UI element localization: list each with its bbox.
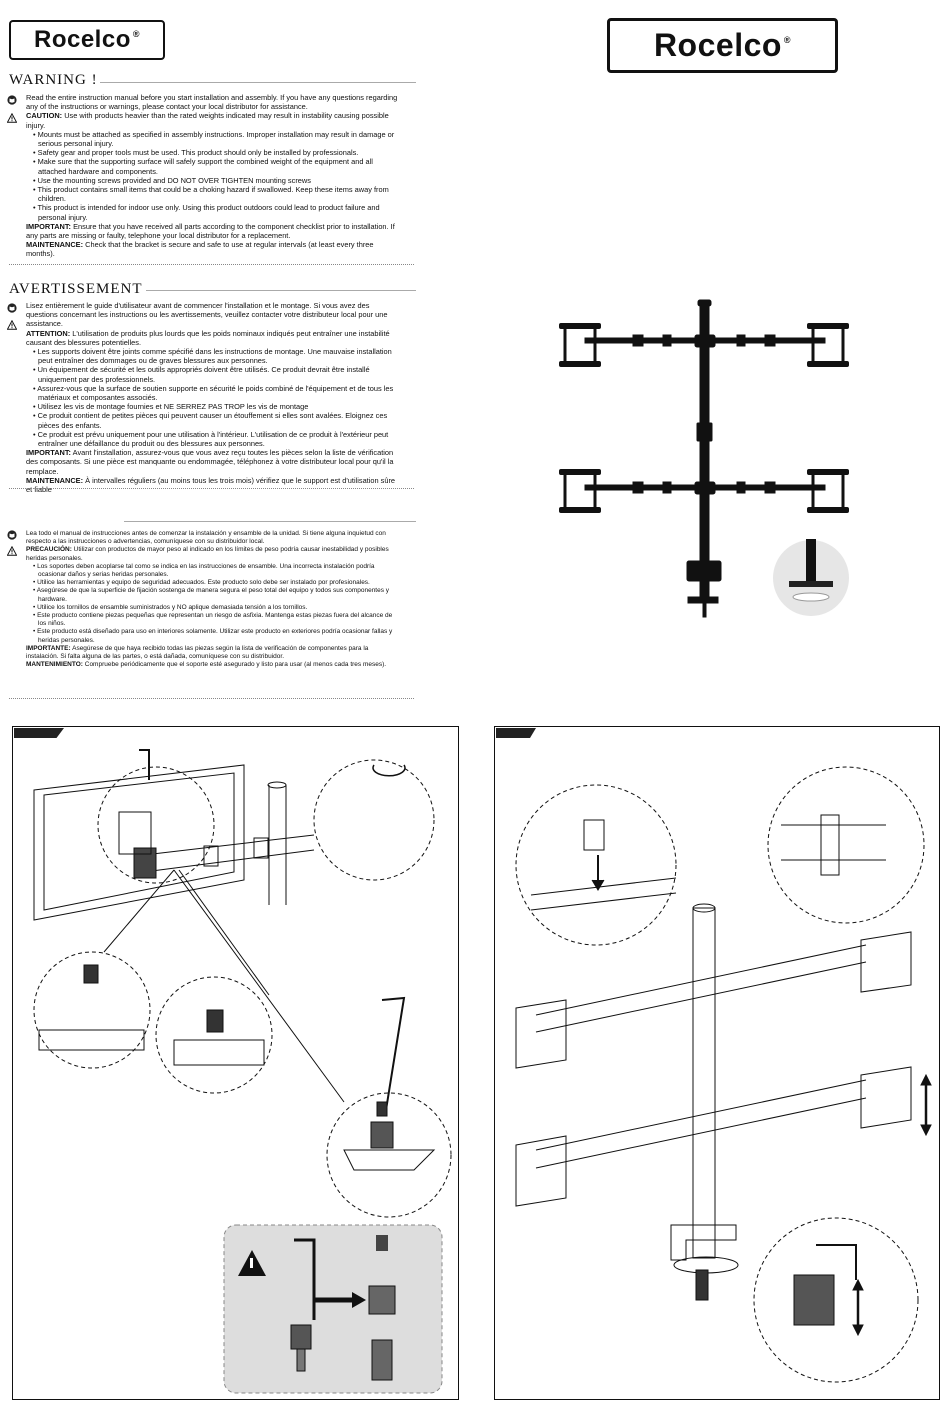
warning-fr-text: Lisez entièrement le guide d'utilisateur…: [26, 301, 400, 494]
warning-fr-line: IMPORTANT: Avant l'installation, assurez…: [26, 448, 394, 476]
desk-clamp: [686, 560, 722, 582]
detail-circle: [33, 951, 151, 1069]
step-illustration-left: [33, 749, 452, 1394]
detail-circle: [155, 976, 273, 1094]
warning-es-line: • Este producto contiene piezas pequeñas…: [33, 612, 393, 628]
warning-triangle-icon: [7, 546, 17, 556]
lower-arm: [535, 1079, 867, 1169]
monitor-back: [33, 764, 245, 921]
step-illustration-right: [515, 766, 932, 1383]
spanish-title-rule: [124, 521, 416, 522]
vesa-plate: [515, 1135, 567, 1207]
divider: [9, 698, 414, 699]
warning-title-rule: [100, 82, 416, 83]
warning-es-line: MANTENIMIENTO: Compruebe periódicamente …: [26, 661, 387, 669]
warning-fr-line: • Ce produit est prévu uniquement pour u…: [33, 429, 389, 449]
knob-icon: [290, 1324, 312, 1350]
warning-fr-line: • Assurez-vous que la surface de soutien…: [33, 383, 394, 403]
registered-mark-large: ®: [783, 34, 792, 45]
warning-en-line: CAUTION: Use with products heavier than …: [26, 111, 389, 130]
warning-en-line: • Use the mounting screws provided and D…: [33, 175, 311, 185]
warning-en-line: • Make sure that the supporting surface …: [33, 157, 373, 176]
brand-logo-small: Rocelco®: [9, 20, 165, 60]
warning-es-line: • Este producto está diseñado para uso e…: [33, 628, 393, 644]
warning-en-line: IMPORTANT: Ensure that you have received…: [26, 221, 395, 241]
warning-fr-line: • Ce produit contient de petites pièces …: [33, 411, 388, 430]
divider: [9, 264, 414, 265]
warning-es-text: Lea todo el manual de instrucciones ante…: [26, 530, 400, 669]
detail-circle: [313, 759, 435, 881]
warning-es-line: • Los soportes deben acoplarse tal como …: [33, 562, 375, 579]
warning-fr-line: ATTENTION: L'utilisation de produits plu…: [26, 328, 390, 347]
knob-icon: [370, 1121, 394, 1149]
warning-fr-line: MAINTENANCE: À intervalles réguliers (au…: [26, 475, 396, 495]
mount-pole: [692, 907, 716, 1259]
warning-en-line: Read the entire instruction manual befor…: [26, 93, 398, 112]
warning-fr-line: Lisez entièrement le guide d'utilisateur…: [26, 301, 388, 329]
warning-en-line: • This product contains small items that…: [33, 185, 389, 204]
upper-arm: [535, 944, 867, 1033]
warning-fr-line: • Un équipement de sécurité et les outil…: [33, 365, 370, 384]
divider: [9, 488, 414, 489]
registered-mark: ®: [132, 29, 140, 39]
allen-key-icon: [139, 749, 150, 780]
warning-es-line: Lea todo el manual de instrucciones ante…: [26, 530, 386, 546]
avertissement-title: AVERTISSEMENT: [9, 281, 143, 297]
warning-triangle-icon: [7, 113, 17, 123]
vesa-plate: [515, 999, 567, 1069]
allen-key-icon: [381, 996, 406, 1111]
warning-es-line: PRECAUCIÓN: Utilizar con productos de ma…: [26, 546, 389, 562]
brand-name: Rocelco: [33, 26, 131, 53]
brand-logo-large: Rocelco®: [607, 18, 838, 73]
rotate-arrow-icon: [372, 764, 406, 777]
warning-en-line: • This product is intended for indoor us…: [33, 203, 380, 222]
warning-fr-line: • Utilisez les vis de montage fournies e…: [33, 402, 309, 412]
detail-circle: [767, 766, 925, 924]
desk-clamp: [670, 1224, 737, 1261]
allen-key-icon: [294, 1238, 316, 1320]
detail-circle: [326, 1092, 452, 1218]
hardware-box: [223, 1224, 443, 1394]
product-image: [559, 299, 849, 618]
book-icon: [7, 95, 17, 105]
step-tab-left: [14, 728, 64, 738]
step-tab-right: [496, 728, 536, 738]
warning-triangle-icon: [7, 320, 17, 330]
vesa-plate: [860, 931, 912, 993]
warning-es-line: • Utilice las herramientas y equipo de s…: [33, 579, 370, 587]
bolt-icon: [371, 1339, 393, 1381]
avertissement-title-rule: [146, 290, 416, 291]
warning-en-line: • Safety gear and proper tools must be u…: [33, 148, 359, 158]
detail-circle: [97, 766, 215, 884]
detail-circle: [515, 784, 677, 946]
warning-es-line: IMPORTANTE: Asegúrese de que haya recibi…: [26, 644, 369, 661]
vesa-plate: [860, 1066, 912, 1129]
step-panel-right: [494, 726, 940, 1400]
warning-es-line: • Asegúrese de que la superficie de fija…: [33, 587, 390, 603]
warning-es-line: • Utilice los tornillos de ensamble sumi…: [33, 603, 308, 611]
warning-title: WARNING !: [9, 72, 98, 88]
warning-fr-line: • Les supports doivent être joints comme…: [33, 347, 392, 366]
knob-icon: [368, 1285, 396, 1315]
warning-en-line: MAINTENANCE: Check that the bracket is s…: [26, 240, 374, 259]
screw-icon: [376, 1101, 388, 1117]
warning-en-line: • Mounts must be attached as specified i…: [33, 129, 395, 149]
allen-key-icon: [816, 1244, 857, 1280]
cable-clip-icon: [583, 819, 605, 851]
warning-en-text: Read the entire instruction manual befor…: [26, 93, 398, 259]
book-icon: [7, 303, 17, 313]
book-icon: [7, 530, 17, 540]
detail-circle: [753, 1217, 919, 1383]
step-panel-left: [12, 726, 459, 1400]
screw-icon: [376, 1235, 388, 1251]
brand-name-large: Rocelco: [653, 27, 782, 63]
